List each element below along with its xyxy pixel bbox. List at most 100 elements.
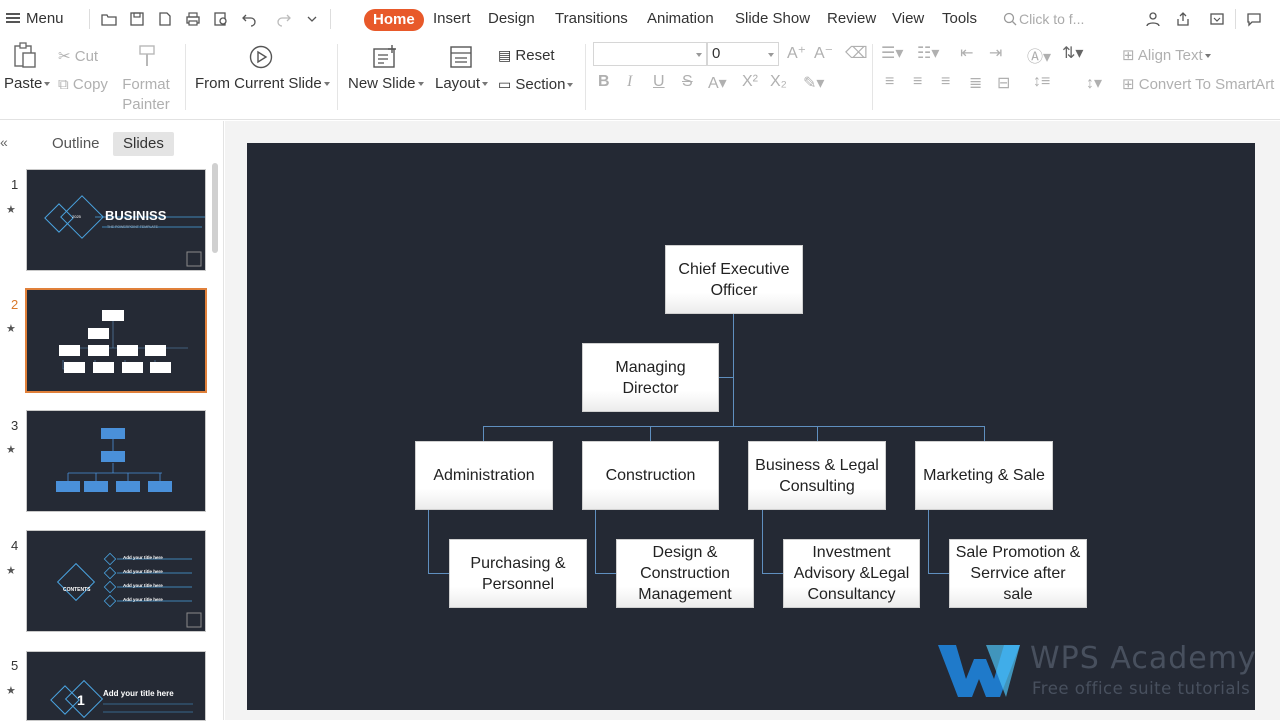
numbering-icon[interactable]: ☷▾ <box>917 45 940 62</box>
align-right-icon[interactable]: ≡ <box>941 73 951 90</box>
increase-font-icon[interactable]: A⁺ <box>787 45 807 62</box>
paragraph-spacing-icon[interactable]: ↕▾ <box>1086 75 1103 92</box>
tab-review[interactable]: Review <box>827 10 877 27</box>
share-icon[interactable] <box>1175 11 1191 27</box>
connector-line <box>817 426 818 441</box>
slide5-title: Add your title here <box>103 689 174 698</box>
new-slide-button[interactable]: New Slide <box>348 75 424 92</box>
org-box-business-legal[interactable]: Business & Legal Consulting <box>748 441 886 510</box>
align-text-button[interactable]: ⊞ Align Text <box>1122 46 1211 64</box>
slide-thumbnail-3[interactable] <box>26 410 206 512</box>
paste-button[interactable]: Paste <box>4 75 51 92</box>
convert-smartart-button[interactable]: ⊞ Convert To SmartArt <box>1122 75 1274 93</box>
layout-label: Layout <box>435 75 481 92</box>
reset-button[interactable]: ▤ Reset <box>498 47 555 64</box>
superscript-icon[interactable]: X² <box>742 73 758 90</box>
tab-home[interactable]: Home <box>364 9 424 31</box>
wps-logo-icon <box>938 645 1020 697</box>
from-current-slide-button[interactable]: From Current Slide <box>195 75 330 92</box>
layout-button[interactable]: Layout <box>435 75 489 92</box>
line-spacing-icon[interactable]: ↕≡ <box>1033 73 1051 90</box>
copy-button[interactable]: ⧉ Copy <box>58 76 108 93</box>
clear-format-icon[interactable]: ⌫ <box>845 45 868 62</box>
tab-animation[interactable]: Animation <box>647 10 714 27</box>
align-center-icon[interactable]: ≡ <box>913 73 923 90</box>
tab-tools[interactable]: Tools <box>942 10 978 27</box>
text-direction-icon[interactable]: Ⓐ▾ <box>1027 49 1052 66</box>
slide-thumbnail-5[interactable]: 1 Add your title here <box>26 651 206 721</box>
distribute-icon[interactable]: ⊟ <box>997 75 1011 92</box>
collapse-ribbon-icon[interactable] <box>1209 11 1225 27</box>
sort-icon[interactable]: ⇅▾ <box>1062 45 1084 62</box>
increase-indent-icon[interactable]: ⇥ <box>989 45 1003 62</box>
slide-thumbnail-1[interactable]: BUSINISS THE POWERPOINT TEMPLATE 2025 <box>26 169 206 271</box>
slide-thumbnail-2[interactable] <box>25 288 207 393</box>
org-box-construction[interactable]: Construction <box>582 441 719 510</box>
tab-view[interactable]: View <box>892 10 925 27</box>
hamburger-icon <box>6 13 20 24</box>
new-slide-icon <box>373 45 396 68</box>
align-left-icon[interactable]: ≡ <box>885 73 895 90</box>
new-slide-label: New Slide <box>348 75 416 92</box>
share-user-icon[interactable] <box>1145 11 1161 27</box>
font-color-icon[interactable]: A▾ <box>708 75 727 92</box>
comment-icon[interactable] <box>1246 11 1262 27</box>
print-preview-icon[interactable] <box>213 11 229 27</box>
divider <box>872 44 873 110</box>
slide4-item: Add your title here <box>123 597 163 602</box>
decrease-indent-icon[interactable]: ⇤ <box>960 45 974 62</box>
from-current-slide-label: From Current Slide <box>195 75 322 92</box>
bold-icon[interactable]: B <box>598 73 610 90</box>
slide3-hierarchy-preview <box>56 428 172 492</box>
section-button[interactable]: ▭ Section <box>498 76 574 93</box>
connector-line <box>984 426 985 441</box>
collapse-panel-icon[interactable]: « <box>0 134 8 150</box>
redo-icon[interactable] <box>276 11 292 27</box>
org-box-administration[interactable]: Administration <box>415 441 553 510</box>
undo-icon[interactable] <box>241 11 257 27</box>
org-box-investment[interactable]: Investment Advisory &Legal Consultancy <box>783 539 920 608</box>
tab-insert[interactable]: Insert <box>433 10 471 27</box>
customize-toolbar-icon[interactable] <box>304 11 320 27</box>
org-box-managing-director[interactable]: Managing Director <box>582 343 719 412</box>
slide4-contents-art <box>56 552 202 628</box>
print-icon[interactable] <box>185 11 201 27</box>
connector-line <box>428 573 449 574</box>
menu-button[interactable]: Menu <box>6 0 64 38</box>
output-pdf-icon[interactable] <box>157 11 173 27</box>
panel-scrollbar[interactable] <box>212 163 218 253</box>
strikethrough-icon[interactable]: S <box>682 73 693 90</box>
divider <box>1235 9 1236 29</box>
bullets-icon[interactable]: ☰▾ <box>881 45 904 62</box>
save-icon[interactable] <box>129 11 145 27</box>
tab-transitions[interactable]: Transitions <box>555 10 628 27</box>
font-name-select[interactable] <box>593 42 707 66</box>
subscript-icon[interactable]: X₂ <box>770 73 787 90</box>
tab-slide-show[interactable]: Slide Show <box>735 10 811 27</box>
org-box-design-construction[interactable]: Design & Construction Management <box>616 539 754 608</box>
justify-icon[interactable]: ≣ <box>969 75 983 92</box>
tab-slides[interactable]: Slides <box>113 132 174 156</box>
tab-design[interactable]: Design <box>488 10 535 27</box>
org-box-ceo[interactable]: Chief Executive Officer <box>665 245 803 314</box>
divider <box>330 9 331 29</box>
align-text-label: Align Text <box>1137 47 1203 64</box>
decrease-font-icon[interactable]: A⁻ <box>814 45 834 62</box>
org-box-marketing-sale[interactable]: Marketing & Sale <box>915 441 1053 510</box>
italic-icon[interactable]: I <box>627 73 633 90</box>
org-box-purchasing[interactable]: Purchasing & Personnel <box>449 539 587 608</box>
convert-smartart-label: Convert To SmartArt <box>1138 76 1275 93</box>
animation-star-icon: ★ <box>6 685 16 697</box>
open-folder-icon[interactable] <box>101 11 117 27</box>
org-box-sale-promotion[interactable]: Sale Promotion & Serrvice after sale <box>949 539 1087 608</box>
underline-icon[interactable]: U <box>653 73 665 90</box>
highlight-icon[interactable]: ✎▾ <box>803 75 825 92</box>
slide-thumbnail-4[interactable]: CONTENTS Add your title here Add your ti… <box>26 530 206 632</box>
font-size-select[interactable]: 0 <box>707 42 779 66</box>
tab-outline[interactable]: Outline <box>52 135 100 152</box>
slide-number: 4 <box>11 538 19 553</box>
cut-button[interactable]: ✂ Cut <box>58 47 98 65</box>
search-input[interactable]: Click to f... <box>1019 11 1085 27</box>
